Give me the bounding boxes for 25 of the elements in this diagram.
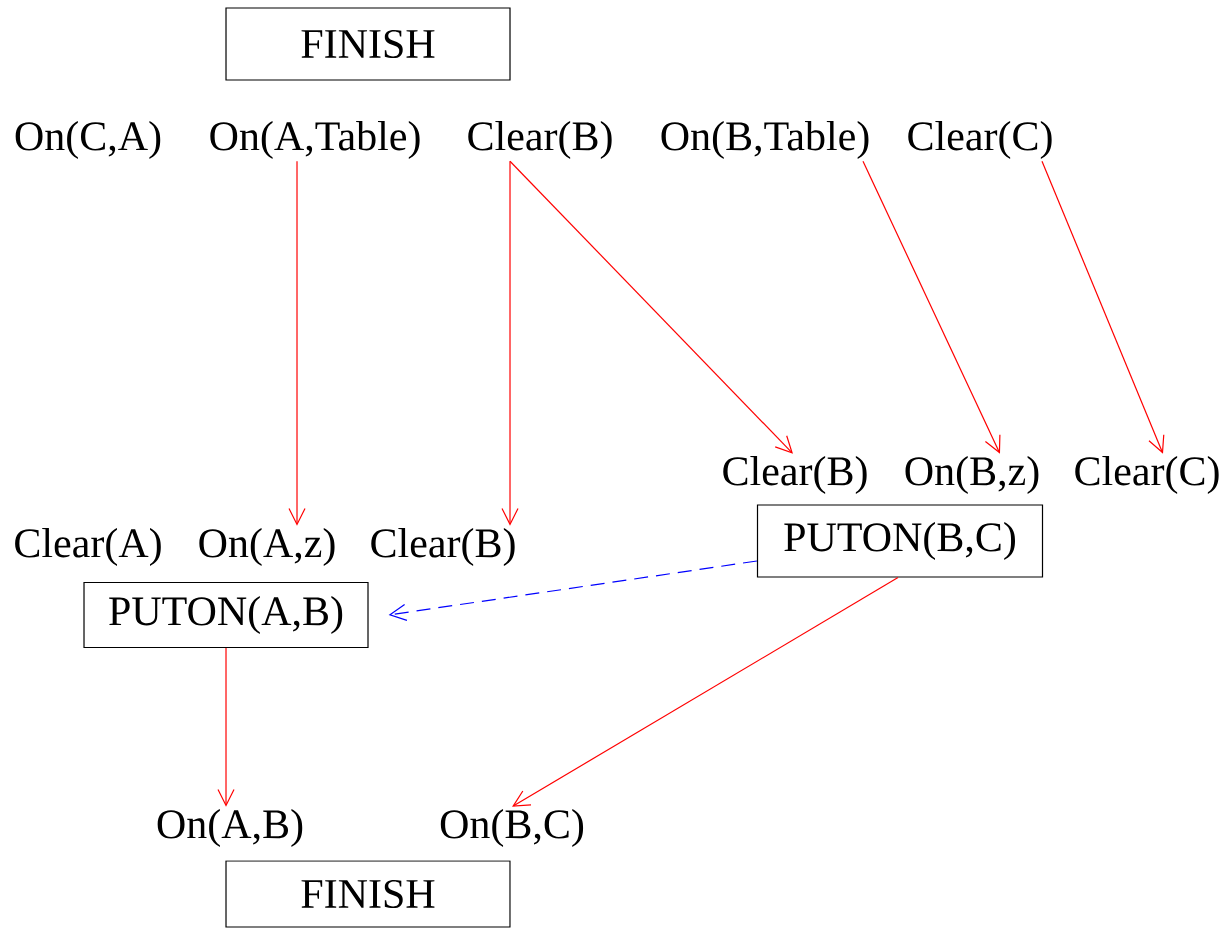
condition-text: Clear(C) xyxy=(1075,455,1219,495)
condition-text: On(A,z) xyxy=(199,527,335,567)
condition-text: On(C,A) xyxy=(15,120,161,160)
condition-text: On(B,z) xyxy=(905,455,1039,495)
arrow xyxy=(862,160,1001,454)
condition-text: On(A,B) xyxy=(157,808,303,848)
condition-text: On(A,Table) xyxy=(210,120,420,160)
arrow xyxy=(501,160,519,526)
action-box: PUTON(A,B) xyxy=(83,581,369,649)
condition-text: Clear(B) xyxy=(371,527,515,567)
arrow xyxy=(388,560,758,621)
condition-text: Clear(B) xyxy=(468,120,612,160)
condition-text: Clear(A) xyxy=(15,527,161,567)
condition-text: Clear(B) xyxy=(723,455,867,495)
arrow xyxy=(217,647,235,807)
condition-text: Clear(C) xyxy=(908,120,1052,160)
action-box: FINISH xyxy=(225,7,511,81)
arrow xyxy=(288,160,306,526)
condition-text: On(B,Table) xyxy=(661,120,869,160)
arrow xyxy=(1041,160,1165,454)
action-box: PUTON(B,C) xyxy=(756,504,1044,578)
arrow xyxy=(509,160,793,454)
arrow xyxy=(512,577,899,807)
action-box: FINISH xyxy=(225,860,511,928)
condition-text: On(B,C) xyxy=(440,808,584,848)
